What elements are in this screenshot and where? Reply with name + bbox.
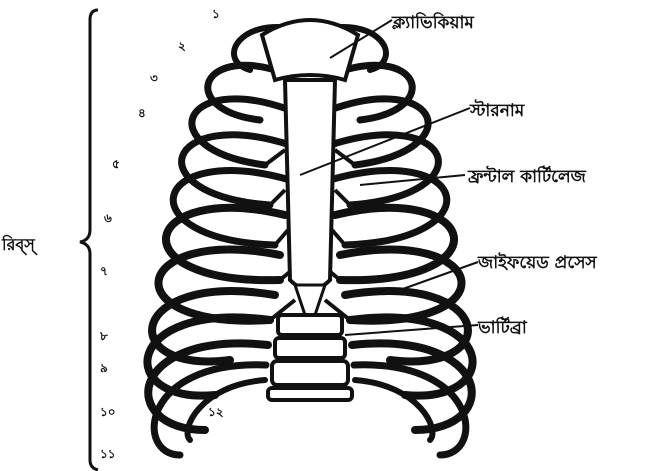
rib-number: ৯ [100, 360, 108, 380]
costal-cartilage-label: ফ্রন্টাল কার্টিলেজ [468, 164, 586, 192]
rib-number: ৭ [100, 263, 108, 283]
rib-number: ৮ [100, 328, 108, 348]
rib-number: ৩ [150, 70, 158, 90]
rib-number: ১১ [100, 446, 116, 466]
vertebra-label: ভার্টিব্রা [478, 315, 527, 343]
rib-number: ৬ [104, 210, 112, 230]
vertebral-column [268, 315, 352, 400]
rib-number: ৫ [112, 156, 120, 176]
clavicle-label: ক্ল্যাভিকিয়াম [392, 10, 474, 38]
rib-number: ১০ [100, 404, 116, 424]
ribs-side-label: রিব্‌স্‌ [2, 232, 35, 259]
xiphoid-process-label: জাইফয়েড প্রসেস [478, 250, 597, 278]
rib-number: ১ [212, 6, 220, 26]
rib-number: ৪ [138, 105, 146, 125]
rib-number: ২ [178, 38, 186, 58]
sternum-bone [285, 80, 335, 290]
sternum-label: স্টারনাম [470, 98, 524, 126]
rib-number: ১২ [208, 404, 224, 424]
